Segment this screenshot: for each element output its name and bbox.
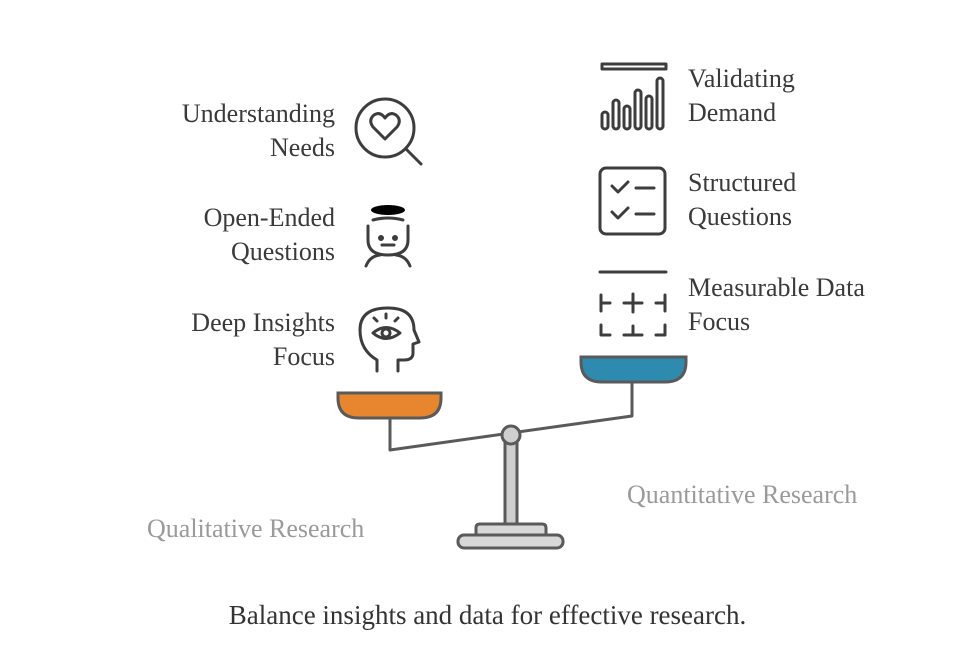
right-item-line1: Measurable Data [688, 273, 865, 302]
scale-post [503, 436, 519, 530]
scale-base [456, 533, 565, 550]
qualitative-research-label: Qualitative Research [147, 514, 365, 543]
left-pan [336, 391, 443, 420]
right-pan [579, 355, 688, 384]
diagram-caption: Balance insights and data for effective … [228, 600, 747, 630]
left-item-line1: Understanding [181, 99, 335, 128]
left-item-line2: Focus [272, 342, 335, 371]
right-item-line2: Demand [688, 98, 777, 127]
right-item-measurable-data-focus: Measurable Data Focus [688, 271, 865, 339]
left-item-line2: Needs [270, 133, 335, 162]
bar-chart-icon [600, 62, 668, 131]
left-item-line2: Questions [231, 237, 335, 266]
right-item-line2: Focus [688, 307, 751, 336]
left-item-line1: Deep Insights [191, 308, 335, 337]
right-item-structured-questions: Structured Questions [688, 166, 796, 234]
left-item-open-ended-questions: Open-Ended Questions [204, 201, 335, 269]
right-item-line1: Validating [688, 64, 795, 93]
left-item-understanding-needs: Understanding Needs [182, 97, 335, 165]
right-item-line1: Structured [688, 168, 797, 197]
quantitative-research-label: Quantitative Research [627, 480, 858, 509]
head-eye-icon [358, 306, 421, 373]
heart-magnifier-icon [354, 97, 423, 166]
checklist-icon [598, 166, 667, 236]
measure-frame-icon [598, 270, 668, 337]
scale-pivot [500, 424, 522, 446]
scale-base-top [474, 522, 548, 538]
right-item-line2: Questions [688, 202, 792, 231]
left-item-deep-insights-focus: Deep Insights Focus [191, 306, 335, 374]
left-item-line1: Open-Ended [203, 203, 335, 232]
thinking-person-icon [364, 205, 412, 268]
right-item-validating-demand: Validating Demand [688, 62, 795, 130]
